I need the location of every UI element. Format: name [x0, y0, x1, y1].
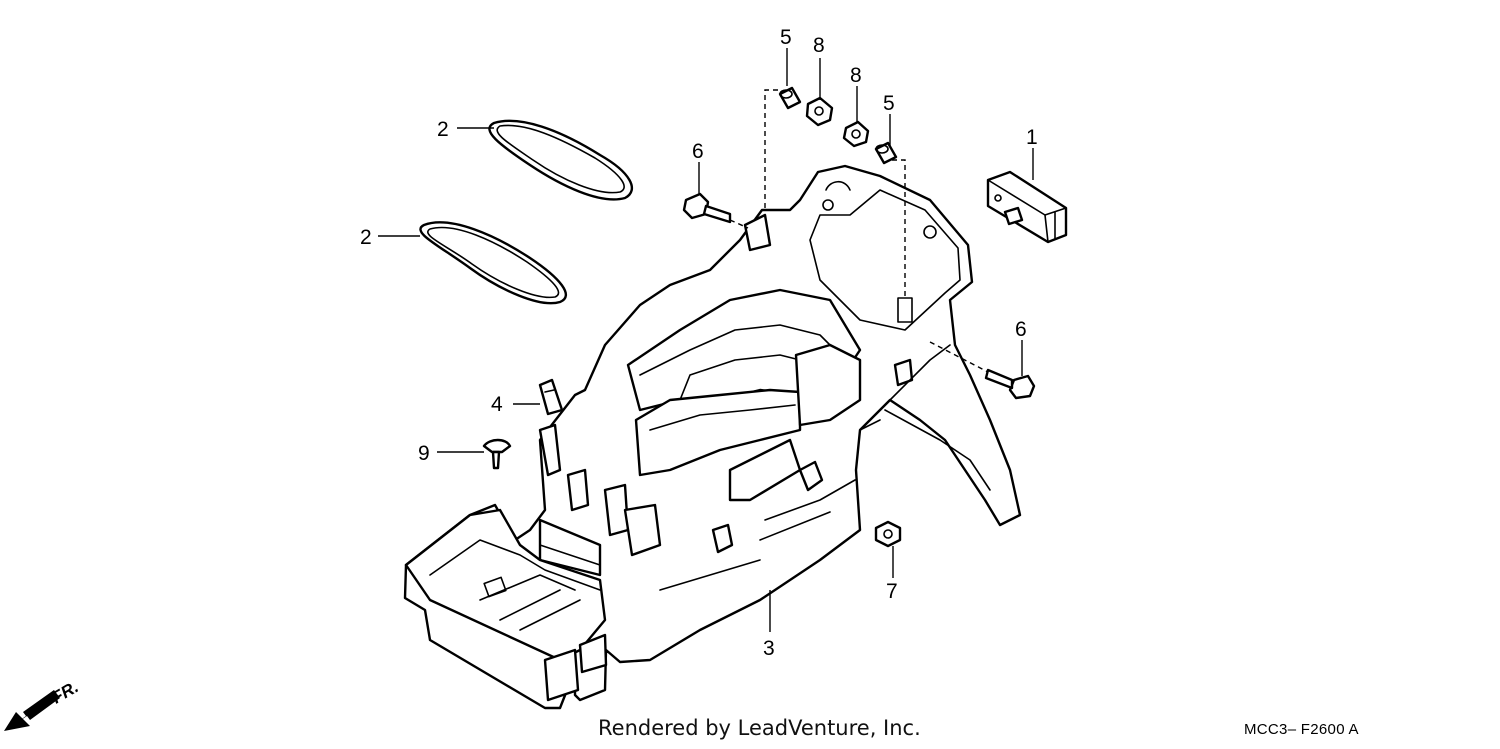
fr-label: FR.: [49, 677, 82, 707]
callout-5-left: 5: [780, 26, 792, 49]
part-9-screw[interactable]: [482, 438, 512, 470]
diagram-code: MCC3– F2600 A: [1244, 721, 1359, 738]
part-2-seal-lower[interactable]: [419, 221, 567, 305]
part-1-rubber-block[interactable]: [986, 170, 1068, 244]
callout-7: 7: [886, 580, 898, 603]
part-6-bolt-right[interactable]: [984, 368, 1036, 400]
arrow-icon: [6, 690, 60, 730]
callout-4: 4: [491, 393, 503, 416]
callout-3: 3: [763, 637, 775, 660]
callout-8-left: 8: [813, 34, 825, 57]
callout-1: 1: [1026, 126, 1038, 149]
part-4-clip[interactable]: [538, 378, 564, 416]
callout-6-right: 6: [1015, 318, 1027, 341]
part-8-grommet-left[interactable]: [805, 96, 834, 127]
callout-6-left: 6: [692, 140, 704, 163]
callout-5-right: 5: [883, 92, 895, 115]
callout-2-lower: 2: [360, 226, 372, 249]
callout-8-right: 8: [850, 64, 862, 87]
callout-9: 9: [418, 442, 430, 465]
callout-labels: 1 2 2 3 4 5 5 6 6 7 8 8 9: [360, 26, 1038, 660]
part-6-bolt-left[interactable]: [682, 192, 732, 224]
front-direction-arrow: FR.: [4, 677, 82, 731]
part-7-nut[interactable]: [874, 520, 902, 548]
part-5-collar-right[interactable]: [874, 141, 898, 165]
rear-fender-part-3[interactable]: [403, 164, 1022, 710]
leader-lines: [378, 48, 1034, 632]
part-5-collar-left[interactable]: [778, 86, 802, 110]
credit-text: Rendered by LeadVenture, Inc.: [598, 716, 921, 740]
part-8-grommet-right[interactable]: [842, 120, 870, 148]
callout-2-upper: 2: [437, 118, 449, 141]
part-2-seal-upper[interactable]: [488, 119, 634, 201]
